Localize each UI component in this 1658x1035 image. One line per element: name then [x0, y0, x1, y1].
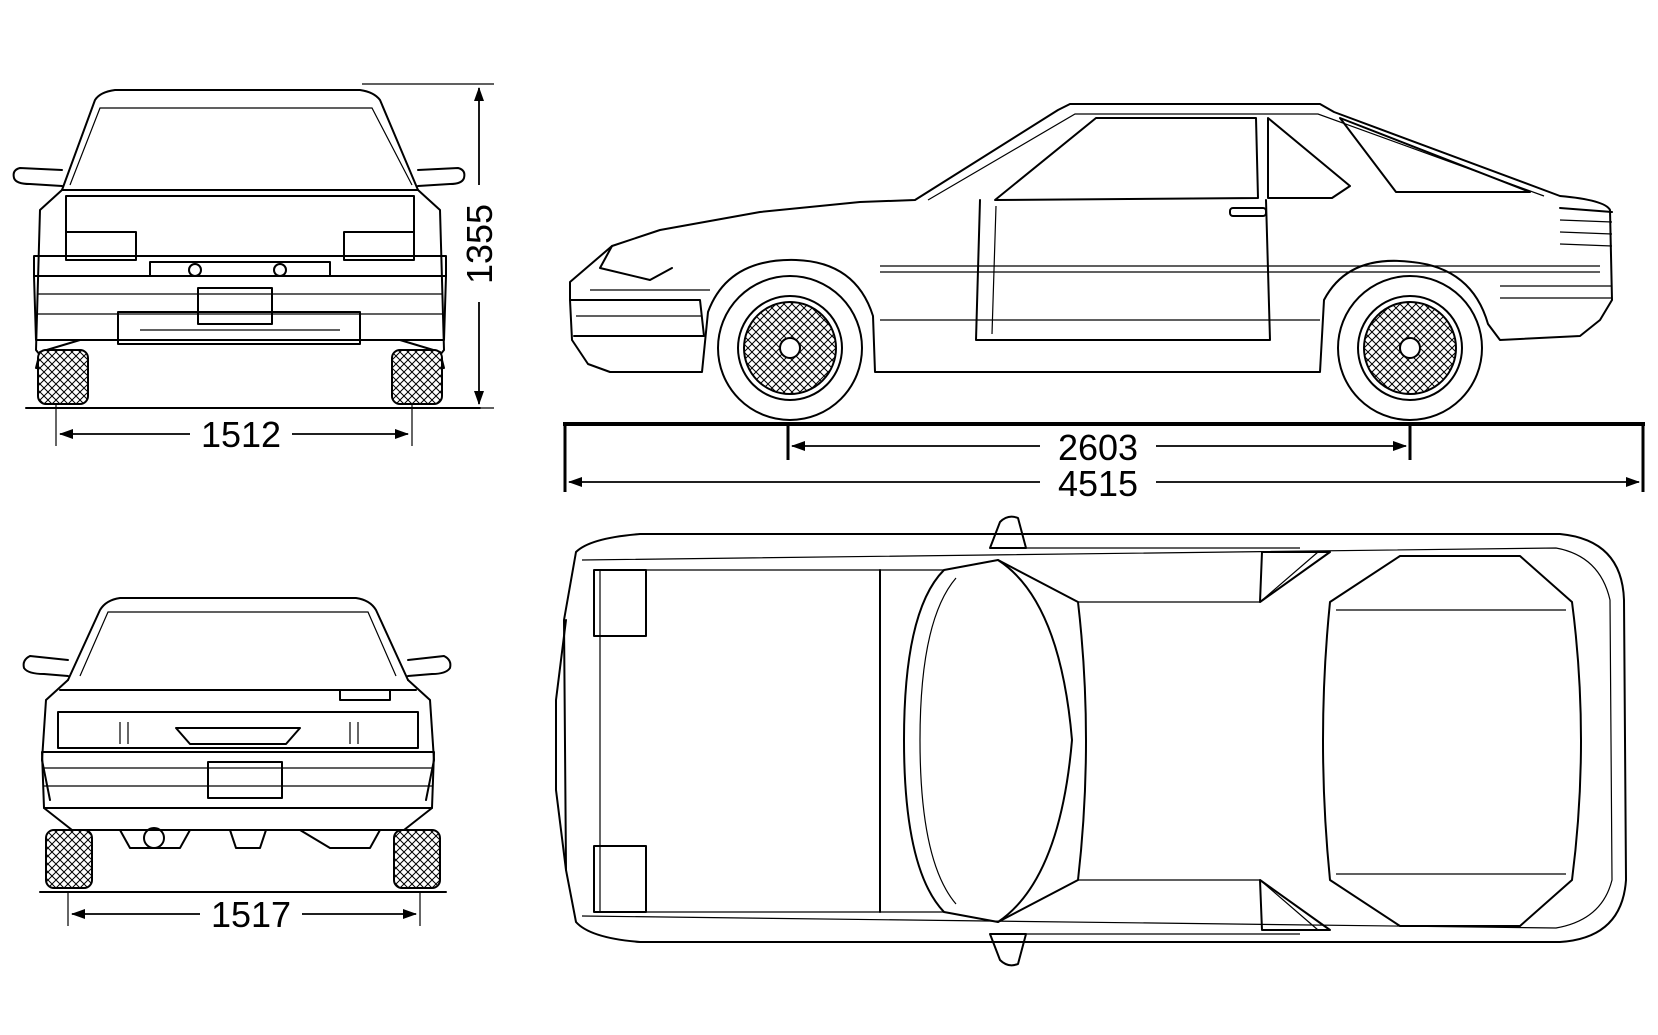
front-view: [12, 89, 481, 409]
front-wheel: [717, 275, 863, 421]
front-track-label: 1512: [201, 414, 281, 455]
rear-wheel: [1337, 275, 1483, 421]
wheelbase-dimension: 2603: [563, 424, 1645, 492]
wheelbase-label: 2603: [1058, 427, 1138, 468]
rear-view: [22, 597, 452, 893]
rear-track-dimension: 1517: [67, 892, 421, 935]
height-label: 1355: [459, 204, 500, 284]
top-view: [555, 515, 1627, 967]
length-dimension: 4515: [568, 463, 1640, 504]
front-track-dimension: 1512: [55, 405, 413, 455]
rear-track-label: 1517: [211, 894, 291, 935]
side-view: [563, 103, 1645, 426]
height-dimension: 1355: [362, 83, 500, 409]
length-label: 4515: [1058, 463, 1138, 504]
